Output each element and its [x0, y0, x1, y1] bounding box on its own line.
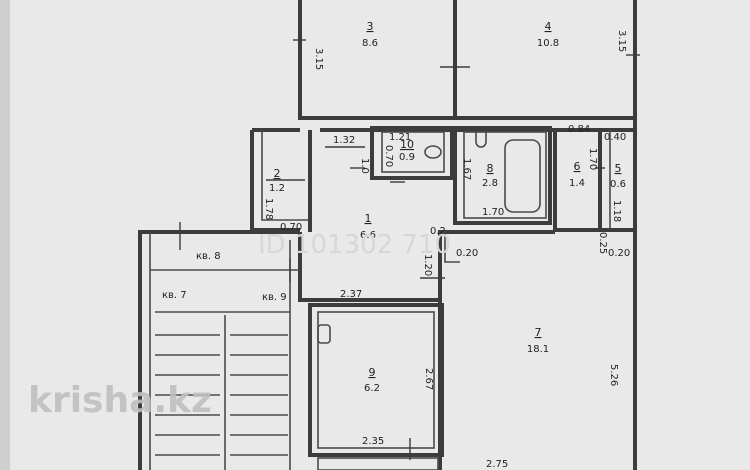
room-8-number: 8: [487, 162, 494, 175]
room-3-area: 8.6: [362, 38, 378, 49]
dim-corner-b: 0.20: [608, 248, 630, 259]
dim-niche-width: 0.40: [604, 132, 626, 143]
dim-hall-nook: 1.0: [359, 158, 370, 174]
room-5-area: 0.6: [610, 179, 626, 190]
neighbor-flat-9: кв. 9: [262, 292, 287, 303]
toilet-bowl: [424, 145, 442, 159]
dim-pantry-width: 0.84: [568, 124, 590, 135]
room-8-area: 2.8: [482, 178, 498, 189]
dim-bath-width: 1.70: [482, 207, 504, 218]
room-7-number: 7: [535, 326, 542, 339]
dim-room7-width: 2.75: [486, 459, 508, 470]
room-7-area: 18.1: [527, 344, 549, 355]
paper-background: [10, 0, 750, 470]
dim-hall-step: 0.2: [430, 226, 446, 237]
dim-corner-a: 0.25: [597, 232, 608, 254]
room-10-area: 0.9: [399, 152, 415, 163]
room-3-number: 3: [367, 20, 374, 33]
stair-treads: [155, 334, 288, 456]
sink: [475, 132, 487, 148]
dim-wc-side: 0.70: [383, 145, 394, 167]
site-watermark: krisha.kz: [28, 380, 212, 421]
room-10-number: 10: [400, 138, 414, 151]
room-1-number: 1: [365, 212, 372, 225]
room-9-area: 6.2: [364, 383, 380, 394]
room-labels: 3 8.6 4 10.8 2 1.2 10 0.9 8 2.8 6 1.4 5 …: [269, 20, 626, 394]
dim-room9-height: 2.67: [423, 368, 434, 390]
neighbor-flat-8: кв. 8: [196, 251, 221, 262]
room-5-number: 5: [615, 162, 622, 175]
fixtures: [317, 132, 487, 344]
room-1-area: 6.6: [360, 230, 376, 241]
dim-room7-height: 5.26: [608, 364, 619, 386]
neighbor-flat-7: кв. 7: [162, 290, 187, 301]
room-4-number: 4: [545, 20, 552, 33]
room-9-number: 9: [369, 366, 376, 379]
dim-niche-height: 1.18: [611, 200, 622, 222]
room-6-number: 6: [574, 160, 581, 173]
dim-hall-jamb: 0.20: [456, 248, 478, 259]
dimension-ticks: [179, 39, 640, 460]
walls: [138, 0, 637, 470]
dim-pantry-height: 1.70: [587, 148, 598, 170]
room-6-area: 1.4: [569, 178, 585, 189]
room-4-area: 10.8: [537, 38, 559, 49]
stove: [317, 324, 331, 344]
neighbor-flat-labels: кв. 8 кв. 7 кв. 9: [162, 251, 287, 303]
dimension-labels: 3.15 3.15 1.32 1.21 0.70 1.0 1.67 1.70 0…: [263, 30, 630, 470]
dim-hall-bottom: 2.37: [340, 289, 362, 300]
dim-hall-top: 1.32: [333, 135, 355, 146]
dim-room2-height: 1.78: [263, 198, 274, 220]
dim-wc-width: 1.21: [389, 132, 411, 143]
dim-room3-height: 3.15: [313, 48, 324, 70]
dim-hall-door: 1.20: [422, 254, 433, 276]
dim-bath-height: 1.67: [461, 158, 472, 180]
room-2-area: 1.2: [269, 183, 285, 194]
listing-id-watermark: ID 101302 710: [258, 230, 451, 260]
dim-room4-height: 3.15: [616, 30, 627, 52]
dim-room2-width: 0.70: [280, 222, 302, 233]
dim-room9-width: 2.35: [362, 436, 384, 447]
room-2-number: 2: [274, 167, 281, 180]
